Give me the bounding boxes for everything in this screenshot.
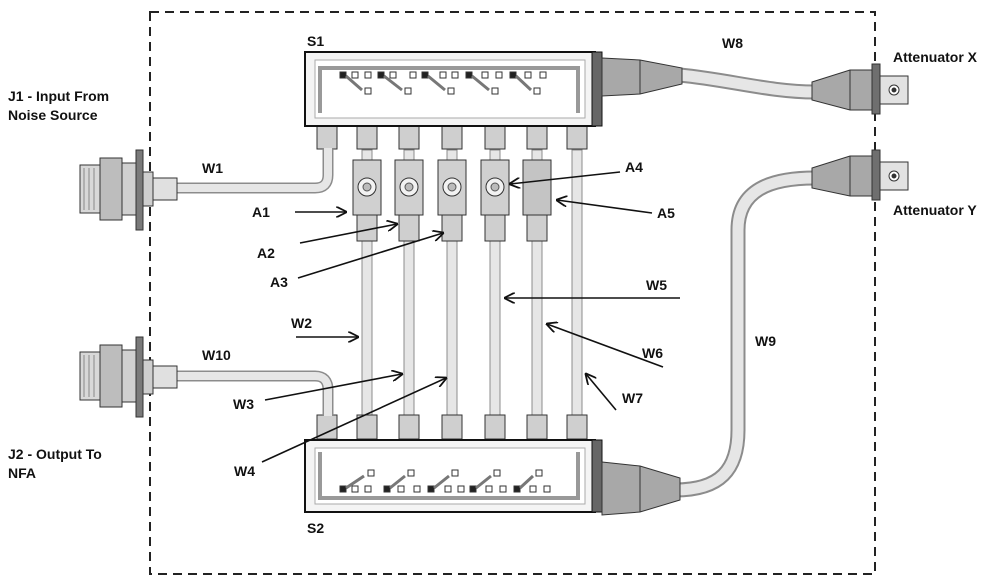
label-j2-line1: J2 - Output To <box>8 446 102 462</box>
label-w8: W8 <box>722 35 743 51</box>
attenuator-x-connector <box>811 63 909 115</box>
label-a2: A2 <box>257 245 275 261</box>
switch-s2-contacts <box>339 469 551 493</box>
label-a1: A1 <box>252 204 270 220</box>
label-w3: W3 <box>233 396 254 412</box>
switch-s1 <box>304 51 603 127</box>
cable-w7 <box>571 149 583 416</box>
label-w1: W1 <box>202 160 223 176</box>
arrow-w3 <box>264 374 402 401</box>
label-j2-line2: NFA <box>8 465 36 481</box>
label-a4: A4 <box>625 159 643 175</box>
label-w4: W4 <box>234 463 255 479</box>
attenuator-a1 <box>352 159 382 242</box>
switch-s1-contacts <box>339 71 547 95</box>
arrow-a4 <box>510 171 621 184</box>
label-attenuator-x: Attenuator X <box>893 49 978 65</box>
cable-w1 <box>175 148 334 194</box>
switch-s2 <box>304 439 603 513</box>
attenuator-a4 <box>480 159 510 242</box>
label-w9: W9 <box>755 333 776 349</box>
s1-cable-boot <box>601 57 683 97</box>
label-j1-line1: J1 - Input From <box>8 88 109 104</box>
label-a5: A5 <box>657 205 675 221</box>
cable-w10 <box>175 370 334 416</box>
label-w6: W6 <box>642 345 663 361</box>
attenuator-a2 <box>394 159 424 242</box>
label-w7: W7 <box>622 390 643 406</box>
arrow-a5 <box>557 200 653 214</box>
attenuator-a3 <box>437 159 467 242</box>
label-s2: S2 <box>307 520 324 536</box>
label-attenuator-y: Attenuator Y <box>893 202 977 218</box>
attenuator-y-connector <box>811 149 909 201</box>
connector-j2 <box>79 336 178 418</box>
arrow-w6 <box>547 324 664 368</box>
connector-j1 <box>79 149 178 231</box>
label-s1: S1 <box>307 33 324 49</box>
vertical-cable-nuts <box>316 124 588 440</box>
callout-arrows <box>261 171 680 463</box>
attenuator-a5 <box>522 159 552 242</box>
arrow-a2 <box>299 224 397 244</box>
enclosure-border <box>149 11 876 575</box>
arrow-w7 <box>586 374 617 411</box>
arrow-w4 <box>261 378 446 463</box>
label-w5: W5 <box>646 277 667 293</box>
cable-w9 <box>674 170 816 498</box>
label-j1-line2: Noise Source <box>8 107 98 123</box>
arrow-a3 <box>297 233 443 279</box>
label-w10: W10 <box>202 347 231 363</box>
cable-w8 <box>679 67 816 100</box>
s2-cable-boot <box>601 461 681 516</box>
label-w2: W2 <box>291 315 312 331</box>
label-a3: A3 <box>270 274 288 290</box>
